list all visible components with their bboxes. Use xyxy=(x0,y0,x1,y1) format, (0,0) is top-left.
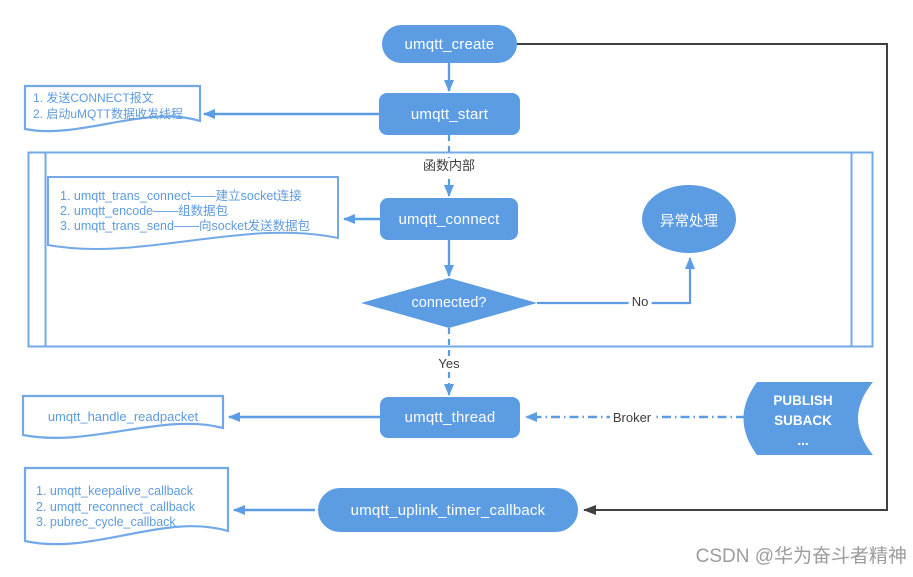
edge-decision-no-to-exception xyxy=(537,257,695,305)
broker-message-line: ... xyxy=(797,433,809,448)
thread-note-text: umqtt_handle_readpacket xyxy=(47,409,199,424)
connect-note-line: 3. umqtt_trans_send——向socket发送数据包 xyxy=(60,219,311,233)
edge-label-inside-function: 函数内部 xyxy=(419,158,479,174)
document-shape-thread-note xyxy=(21,394,225,439)
uplink-note-line: 3. pubrec_cycle_callback xyxy=(36,515,176,529)
start-note-line: 1. 发送CONNECT报文 xyxy=(33,91,154,105)
start-note-line: 2. 启动uMQTT数据收发线程 xyxy=(33,106,184,121)
node-umqtt-create: umqtt_create xyxy=(382,25,517,63)
uplink-note-text: 1. umqtt_keepalive_callback 2. umqtt_rec… xyxy=(36,484,195,531)
edge-create-to-uplink xyxy=(517,43,888,515)
broker-message-line: PUBLISH xyxy=(773,393,833,408)
node-umqtt-thread: umqtt_thread xyxy=(380,397,520,438)
csdn-watermark: CSDN @华为奋斗者精神 xyxy=(695,546,907,567)
broker-message-line: SUBACK xyxy=(774,413,832,428)
node-umqtt-start-label: umqtt_start xyxy=(410,105,489,123)
connect-note-line: 1. umqtt_trans_connect——建立socket连接 xyxy=(60,189,302,203)
edge-label-broker: Broker xyxy=(609,410,655,426)
node-umqtt-uplink-timer-callback: umqtt_uplink_timer_callback xyxy=(315,485,581,535)
connect-note-line: 2. umqtt_encode——组数据包 xyxy=(60,204,229,218)
decision-diamond-label: connected? xyxy=(411,295,487,311)
exception-ellipse-label: 异常处理 xyxy=(660,214,718,230)
node-umqtt-connect: umqtt_connect xyxy=(380,198,518,240)
decision-diamond xyxy=(361,278,537,328)
document-shape-connect-note xyxy=(47,176,339,250)
node-umqtt-start: umqtt_start xyxy=(379,93,520,135)
connect-note-text: 1. umqtt_trans_connect——建立socket连接 2. um… xyxy=(60,189,310,234)
node-umqtt-connect-label: umqtt_connect xyxy=(398,210,500,228)
node-umqtt-create-label: umqtt_create xyxy=(404,35,495,53)
node-umqtt-uplink-timer-callback-label: umqtt_uplink_timer_callback xyxy=(350,501,546,519)
exception-ellipse xyxy=(642,185,736,253)
edge-label-no: No xyxy=(628,294,652,310)
node-umqtt-thread-label: umqtt_thread xyxy=(404,409,496,426)
broker-messages-label: PUBLISH SUBACK ... xyxy=(747,391,859,451)
uplink-note-line: 2. umqtt_reconnect_callback xyxy=(36,499,196,514)
document-shape-uplink-note xyxy=(23,466,230,546)
document-shape-start-note xyxy=(23,84,202,133)
uplink-note-line: 1. umqtt_keepalive_callback xyxy=(36,484,194,498)
start-note-text: 1. 发送CONNECT报文 2. 启动uMQTT数据收发线程 xyxy=(33,91,183,122)
edge-label-yes: Yes xyxy=(435,356,463,372)
stored-data-shape-broker-messages xyxy=(743,382,873,455)
